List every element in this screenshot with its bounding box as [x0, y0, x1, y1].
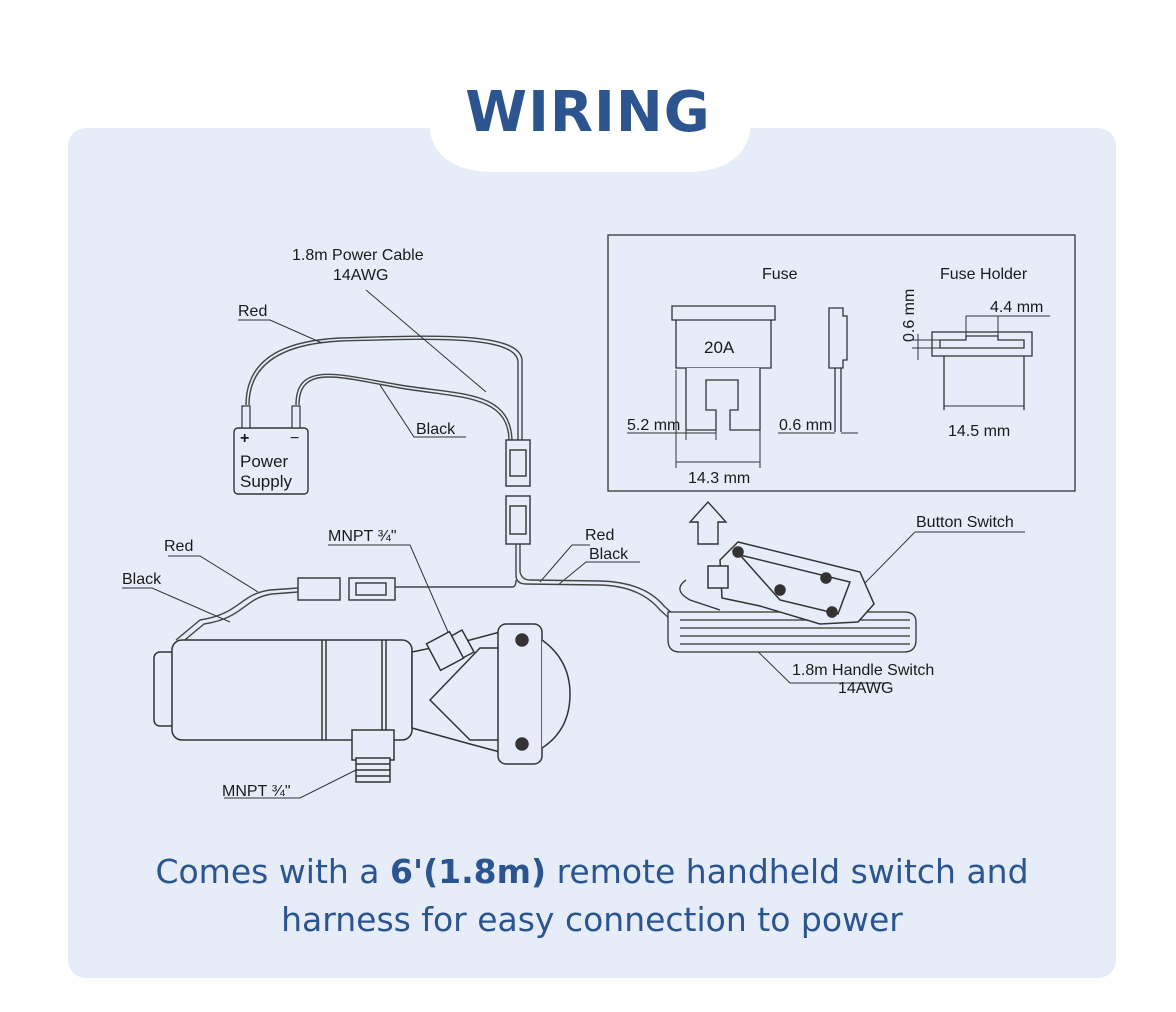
connectors: [297, 439, 531, 601]
power-cable-wires: [245, 335, 523, 441]
harness-wires: [175, 544, 685, 645]
dim-0-6-fuse-label: 0.6 mm: [779, 417, 832, 434]
red-top-label: Red: [238, 303, 267, 320]
black-left-label: Black: [122, 571, 162, 588]
fuse-drawing: [671, 305, 848, 432]
dim-0-6-holder-label: 0.6 mm: [901, 289, 918, 342]
dim-14-5-label: 14.5 mm: [948, 423, 1010, 440]
red-mid-label: Red: [585, 527, 614, 544]
caption-line-1: Comes with a 6'(1.8m) remote handheld sw…: [68, 848, 1116, 896]
caption-line-2: harness for easy connection to power: [281, 900, 903, 939]
page-title: WIRING: [465, 80, 711, 145]
button-switch: [707, 541, 875, 625]
fuse-label: Fuse: [762, 266, 798, 283]
black-mid-label: Black: [589, 546, 629, 563]
fuse-holder-drawing: [931, 331, 1033, 410]
mnpt-bottom-label: MNPT ¾": [222, 783, 291, 800]
arrow-up-icon: [688, 500, 728, 545]
mnpt-top-label: MNPT ¾": [328, 528, 397, 545]
power-supply-box: [233, 427, 309, 495]
dimension-lines: [627, 315, 1050, 468]
title-tab: [430, 45, 750, 172]
black-top-label: Black: [416, 421, 456, 438]
dim-5-2-label: 5.2 mm: [627, 417, 680, 434]
red-left-label: Red: [164, 538, 193, 555]
pump-drawing: [153, 623, 571, 783]
minus-label: −: [290, 430, 299, 447]
power-cable-label: 1.8m Power Cable: [292, 247, 424, 264]
fuse-holder-label: Fuse Holder: [940, 266, 1028, 283]
negative-terminal: [291, 405, 301, 429]
caption-text-bold: 6'(1.8m): [390, 852, 547, 891]
caption-text-post: remote handheld switch and: [546, 852, 1029, 891]
fuse-rating-label: 20A: [704, 338, 735, 357]
plus-label: +: [240, 430, 249, 447]
handle-switch-gauge-label: 14AWG: [838, 680, 893, 697]
handle-switch-label: 1.8m Handle Switch: [792, 662, 934, 679]
positive-terminal: [241, 405, 251, 429]
dim-4-4-label: 4.4 mm: [990, 299, 1043, 316]
dim-14-3-label: 14.3 mm: [688, 470, 750, 487]
caption-text-pre: Comes with a: [155, 852, 391, 891]
power-supply-label-2: Supply: [240, 472, 292, 491]
button-switch-label: Button Switch: [916, 514, 1014, 531]
power-cable-gauge-label: 14AWG: [333, 267, 388, 284]
power-supply-label-1: Power: [240, 452, 289, 471]
